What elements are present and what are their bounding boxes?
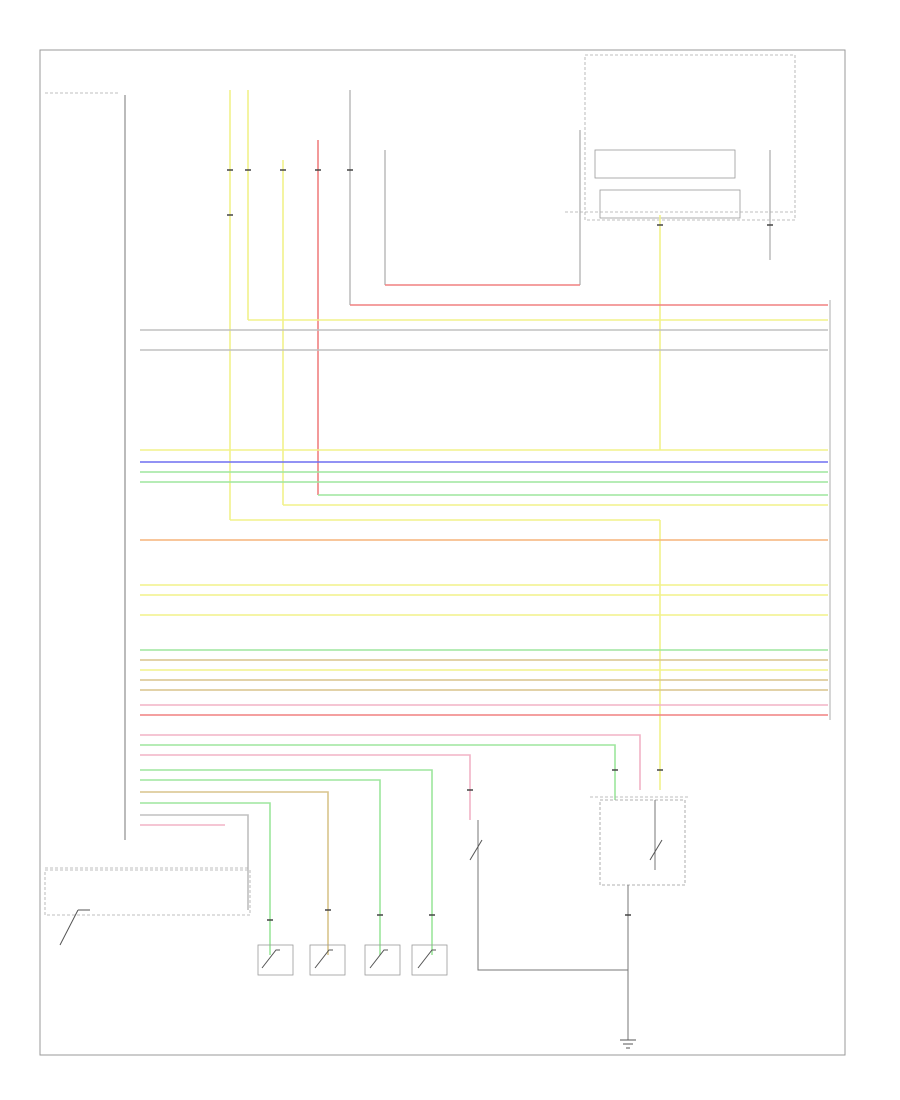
fuse-box-left — [44, 869, 251, 916]
dashed-separators — [45, 92, 795, 869]
switch-housings — [257, 944, 448, 976]
connector-icon — [227, 169, 773, 921]
horizontal-wires — [140, 329, 828, 716]
module-box-inner-2 — [599, 189, 741, 219]
diagram-border — [39, 49, 846, 1056]
ground-icon — [620, 1039, 636, 1049]
switch-icon — [59, 839, 663, 969]
relay-wires — [477, 800, 656, 1040]
module-box-inner-1 — [594, 149, 736, 179]
door-switch-box — [599, 799, 686, 886]
module-box-top-right — [584, 54, 796, 221]
vertical-wires — [229, 90, 771, 790]
lower-branch-wires — [140, 734, 641, 955]
